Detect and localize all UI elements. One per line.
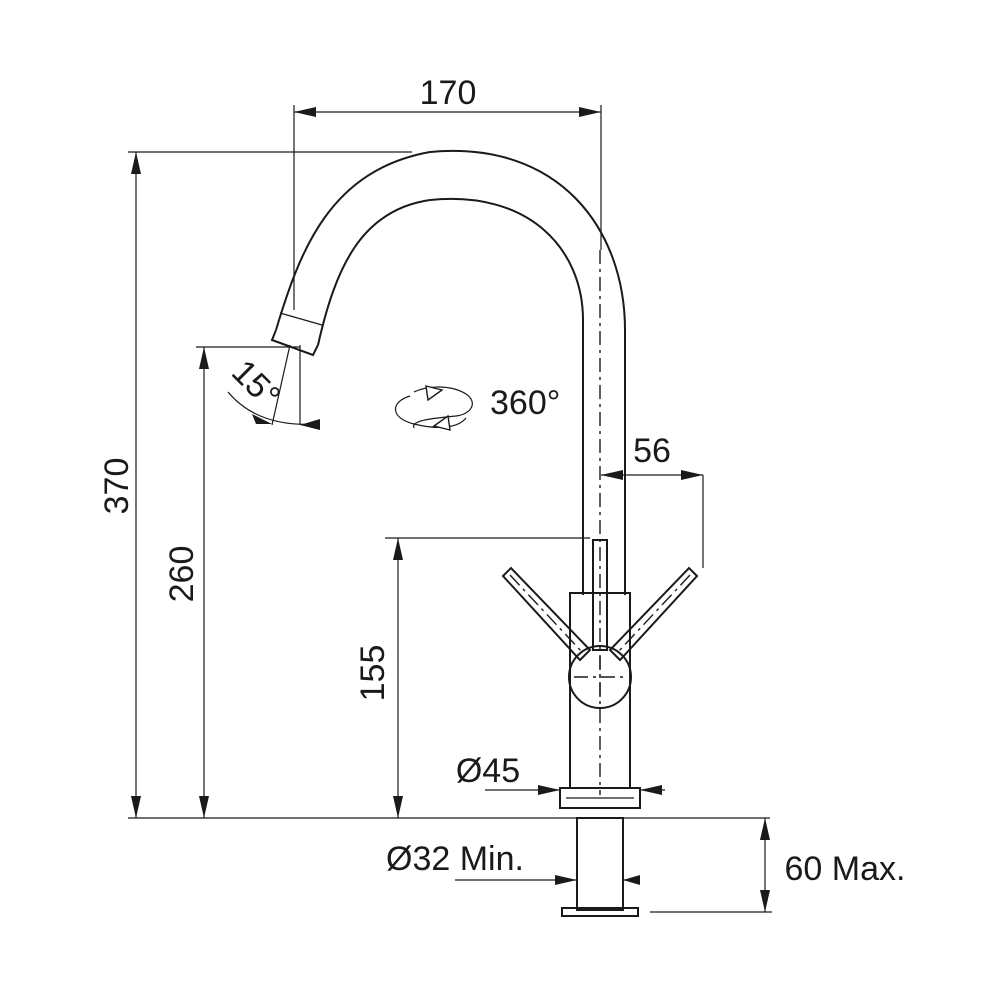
dimension-base-diameter: Ø45 bbox=[456, 752, 665, 795]
base-flange bbox=[559, 787, 641, 809]
spout-reach-label: 170 bbox=[420, 74, 477, 112]
swivel-label: 360° bbox=[490, 384, 560, 422]
lever-right-centre bbox=[617, 574, 691, 653]
rotate-icon bbox=[394, 385, 473, 431]
lever-height-label: 155 bbox=[354, 645, 392, 702]
swivel-indicator: 360° bbox=[394, 384, 560, 431]
dimension-outlet-angle: 15° bbox=[224, 344, 320, 430]
base-diameter-label: Ø45 bbox=[456, 752, 520, 790]
lever-left bbox=[501, 566, 592, 662]
lever-offset-label: 56 bbox=[633, 432, 671, 470]
outlet-angle-label: 15° bbox=[224, 353, 287, 416]
spout-inner-curve bbox=[317, 197, 584, 595]
dimension-outlet-height: 260 bbox=[163, 346, 300, 818]
dimension-total-height: 370 bbox=[98, 151, 412, 818]
spout-outlet bbox=[270, 329, 319, 357]
lever-left-centre bbox=[509, 574, 583, 653]
aerator-line bbox=[279, 312, 323, 326]
lever-pivot bbox=[568, 645, 632, 709]
faucet-outline bbox=[270, 149, 699, 917]
dimension-spout-reach: 170 bbox=[293, 74, 602, 310]
dimension-lever-height: 155 bbox=[354, 537, 590, 818]
hole-diameter-label: Ø32 Min. bbox=[386, 840, 524, 878]
spout-outer-curve bbox=[275, 149, 626, 595]
threaded-shank bbox=[576, 817, 624, 911]
shank-nut bbox=[561, 907, 639, 917]
lever-right bbox=[608, 566, 699, 662]
dimension-hole-diameter: Ø32 Min. bbox=[386, 840, 640, 885]
outlet-height-label: 260 bbox=[163, 546, 201, 603]
deck-thickness-label: 60 Max. bbox=[785, 850, 906, 888]
total-height-label: 370 bbox=[98, 458, 136, 515]
dimension-lever-offset: 56 bbox=[601, 432, 704, 568]
dimension-deck-thickness: 60 Max. bbox=[650, 818, 906, 913]
